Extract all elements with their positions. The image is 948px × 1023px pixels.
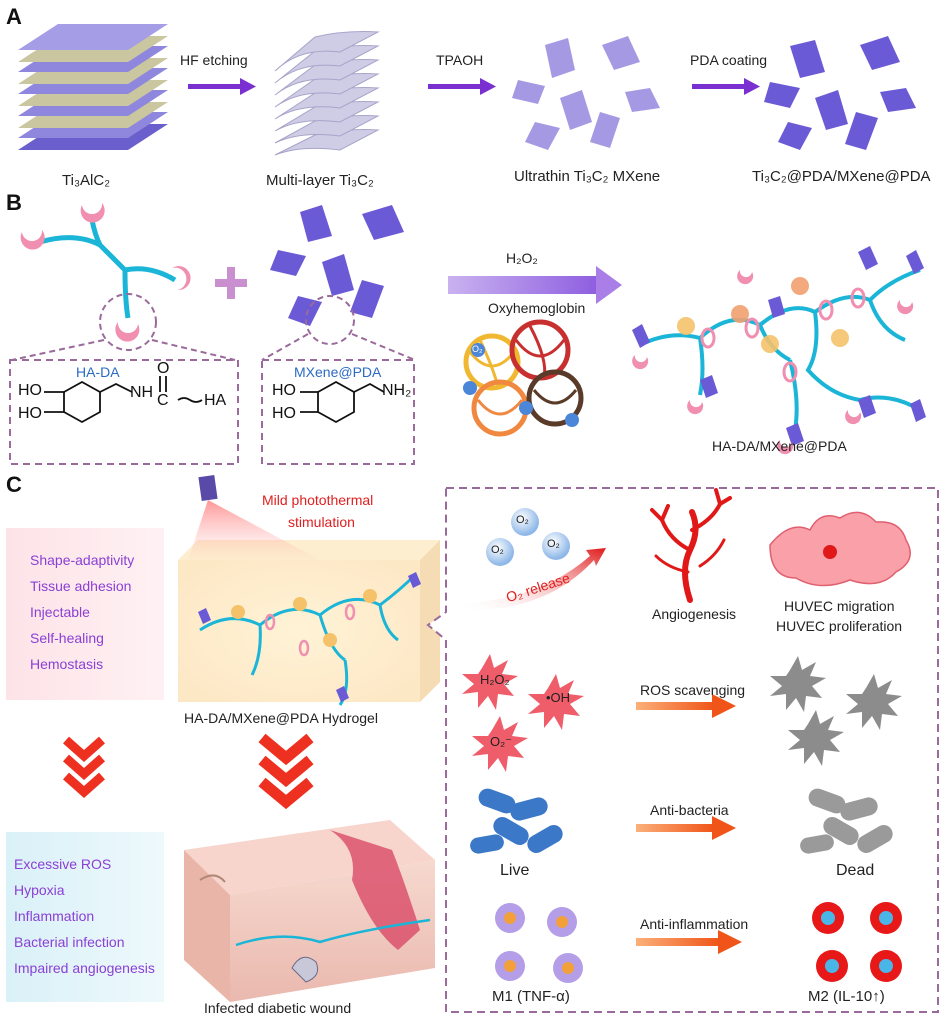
benefits-panel-border [426, 487, 939, 1013]
oxy-o2-label: O₂ [472, 344, 483, 354]
panel-label-b: B [6, 190, 22, 215]
property-5: Hemostasis [30, 656, 104, 672]
ros-scavenging-label: ROS scavenging [640, 682, 746, 698]
reagent-h2o2: H₂O₂ [506, 250, 538, 266]
ros-h2o2: H₂O₂ [480, 672, 510, 687]
ros-stars-image [462, 654, 584, 772]
stim-line-1: Mild photothermal [262, 492, 374, 508]
product-label: HA-DA/MXene@PDA [712, 438, 847, 454]
material-multilayer: Multi-layer Ti₃C₂ [266, 172, 374, 189]
dead-bacteria-image [800, 788, 893, 854]
wound-label: Infected diabetic wound [204, 1000, 352, 1016]
o2-bubbles-image [486, 508, 570, 566]
panel-label-a: A [6, 4, 22, 29]
anti-bacteria-label: Anti-bacteria [650, 802, 729, 818]
property-4: Self-healing [30, 630, 104, 646]
hada-polymer-image [11, 203, 236, 361]
m2-macrophages-image [812, 902, 902, 982]
hada-catechol-structure [44, 376, 203, 424]
step-pda-coating: PDA coating [690, 52, 768, 68]
oxyhemoglobin-label: Oxyhemoglobin [488, 300, 586, 316]
panel-a [18, 24, 916, 156]
oxyhemoglobin-image [463, 319, 584, 437]
bubble-o2-3: O₂ [547, 538, 560, 550]
step-hf-etching: HF etching [180, 52, 248, 68]
material-ultrathin: Ultrathin Ti₃C₂ MXene [514, 168, 661, 185]
m1-label: M1 (TNF-α) [492, 988, 570, 1005]
arrow-tpaoh [428, 78, 496, 95]
mxene-chem-box [261, 359, 415, 465]
m2-label: M2 (IL-10↑) [808, 988, 885, 1005]
hada-c: C [157, 392, 169, 409]
m1-macrophages-image [495, 903, 583, 983]
arrow-anti-bacteria [636, 816, 736, 840]
material-coated: Ti₃C₂@PDA/MXene@PDA [752, 168, 931, 185]
huvec-migration-label: HUVEC migration [784, 598, 895, 614]
wound-image [184, 820, 435, 1002]
hada-chem-box [9, 359, 239, 465]
huvec-cell-image [769, 511, 911, 587]
panel-label-c: C [6, 472, 22, 497]
chevrons-left [63, 736, 105, 799]
angiogenesis-image [650, 488, 732, 603]
material-ti3alc2: Ti₃AlC₂ [62, 172, 111, 189]
problems-box [6, 832, 164, 1002]
hydrogel-label: HA-DA/MXene@PDA Hydrogel [184, 710, 378, 726]
anti-inflammation-label: Anti-inflammation [640, 916, 749, 932]
problem-2: Hypoxia [14, 882, 65, 898]
chevrons-center [258, 733, 314, 810]
properties-box [6, 528, 164, 700]
mxene-nh2: NH₂ [382, 382, 412, 399]
property-2: Tissue adhesion [30, 578, 132, 594]
laser-image [188, 475, 320, 560]
stim-line-2: stimulation [288, 514, 355, 530]
multilayer-ti3c2-image [274, 31, 380, 156]
live-label: Live [500, 862, 530, 879]
property-3: Injectable [30, 604, 90, 620]
o2-release-arrow [458, 548, 606, 611]
plus-sign [215, 267, 247, 299]
hada-ho-bottom: HO [18, 405, 42, 422]
problem-1: Excessive ROS [14, 856, 112, 872]
mxene-pda-label: MXene@PDA [294, 364, 382, 380]
step-tpaoh: TPAOH [436, 52, 484, 68]
hada-ho-top: HO [18, 382, 42, 399]
hada-mxene-network-image [632, 246, 926, 455]
coated-mxene-image [764, 36, 916, 150]
hada-label: HA-DA [76, 364, 120, 380]
hada-o: O [157, 360, 170, 377]
mxene-ho-bottom: HO [272, 405, 296, 422]
hada-ha: HA [204, 392, 227, 409]
property-1: Shape-adaptivity [30, 552, 135, 568]
panel-b [9, 203, 926, 465]
ultrathin-mxene-image [512, 36, 660, 150]
live-bacteria-image [470, 788, 563, 854]
ti3alc2-stack-image [18, 24, 168, 150]
problem-5: Impaired angiogenesis [14, 960, 155, 976]
problem-3: Inflammation [14, 908, 95, 924]
hada-nh: NH [130, 384, 154, 401]
ros-o2: O₂⁻ [490, 734, 513, 749]
arrow-reaction [448, 266, 622, 304]
panel-c [6, 475, 939, 1013]
scavenged-stars-image [770, 656, 902, 766]
arrow-hf-etching [188, 78, 256, 95]
arrow-ros-scavenging [636, 694, 736, 718]
ros-oh: •OH [546, 690, 571, 705]
arrow-pda-coating [692, 78, 760, 95]
angiogenesis-label: Angiogenesis [652, 606, 737, 622]
dead-label: Dead [836, 862, 875, 879]
bubble-o2-1: O₂ [516, 514, 529, 526]
mxene-ho-top: HO [272, 382, 296, 399]
mxene-catechol-structure [300, 380, 385, 424]
huvec-proliferation-label: HUVEC proliferation [776, 618, 903, 634]
problem-4: Bacterial infection [14, 934, 125, 950]
mxene-pda-image [261, 205, 416, 361]
bubble-o2-2: O₂ [491, 544, 504, 556]
hydrogel-image [178, 540, 440, 706]
arrow-anti-inflammation [636, 930, 742, 954]
